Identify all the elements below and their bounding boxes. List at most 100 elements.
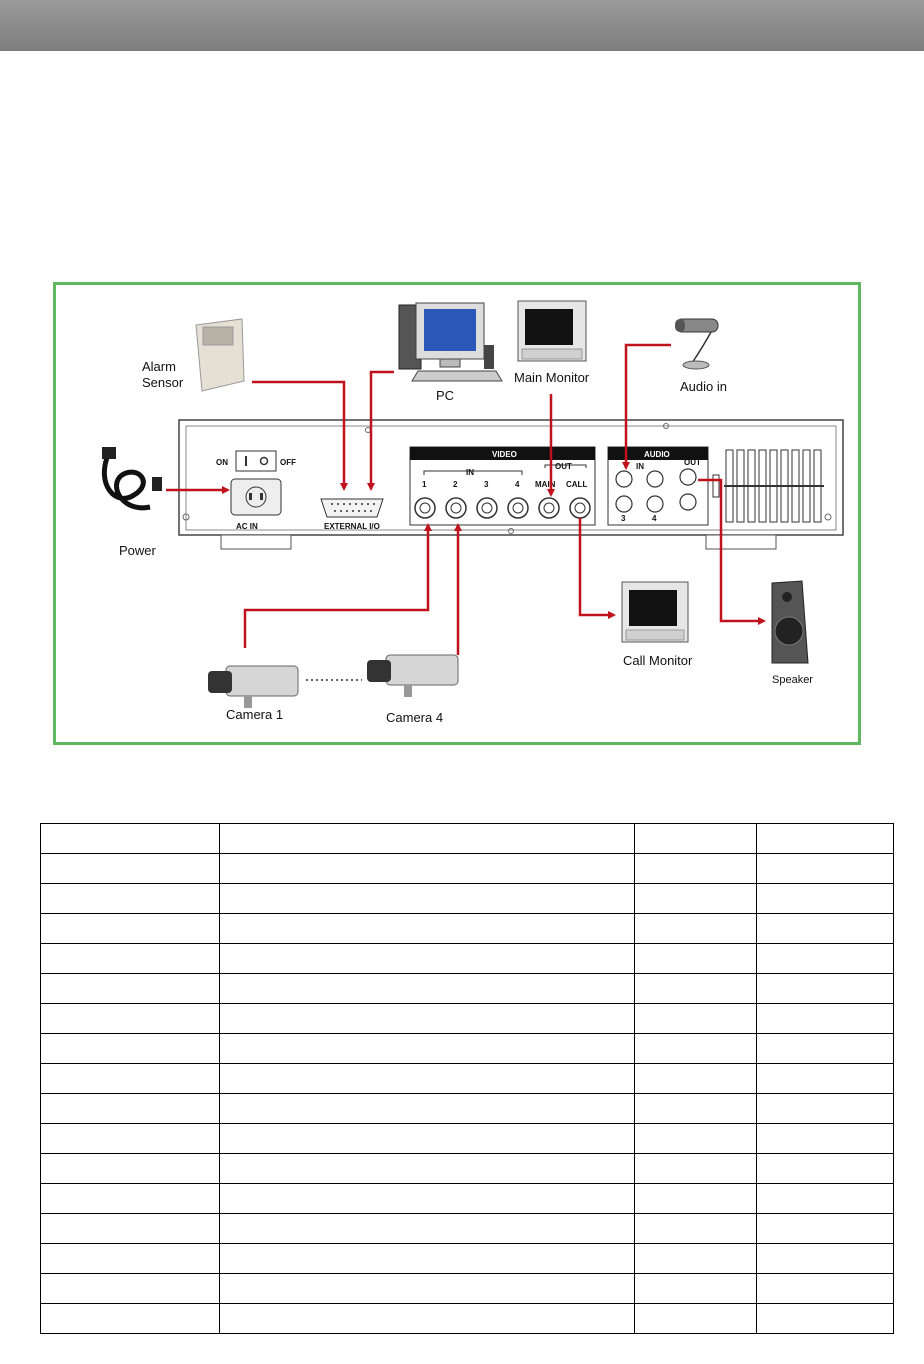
alarm-sensor-label-line1: Alarm bbox=[142, 359, 176, 374]
table-cell bbox=[40, 1183, 220, 1214]
table-cell bbox=[634, 1033, 757, 1064]
table-cell bbox=[40, 1273, 220, 1304]
power-switch: ON OFF bbox=[216, 450, 296, 472]
table-cell bbox=[40, 1213, 220, 1244]
table-row bbox=[40, 1123, 894, 1154]
table-cell bbox=[634, 1213, 757, 1244]
audio-header: AUDIO bbox=[644, 450, 670, 459]
table-cell bbox=[219, 1033, 635, 1064]
table-cell bbox=[634, 1153, 757, 1184]
table-cell bbox=[40, 1063, 220, 1094]
table-row bbox=[40, 823, 894, 854]
table-cell bbox=[219, 1063, 635, 1094]
table-cell bbox=[756, 1063, 894, 1094]
video-in-label: IN bbox=[466, 468, 474, 477]
table-cell bbox=[40, 1123, 220, 1154]
audio-port-4-label: 4 bbox=[652, 514, 657, 523]
switch-on-label: ON bbox=[216, 458, 228, 467]
table-row bbox=[40, 1183, 894, 1214]
audio-port-group: AUDIO IN OUT 3 4 bbox=[607, 446, 709, 526]
table-cell bbox=[40, 883, 220, 914]
table-cell bbox=[756, 1033, 894, 1064]
table-row bbox=[40, 973, 894, 1004]
call-monitor-device bbox=[621, 581, 689, 643]
table-row bbox=[40, 853, 894, 884]
table-row bbox=[40, 1093, 894, 1124]
table-cell bbox=[756, 973, 894, 1004]
video-call-label: CALL bbox=[566, 480, 587, 489]
table-row bbox=[40, 943, 894, 974]
pc-label: PC bbox=[436, 388, 454, 403]
fan-vents bbox=[712, 449, 824, 523]
table-cell bbox=[219, 1243, 635, 1274]
spec-table-body bbox=[40, 823, 894, 1334]
table-row bbox=[40, 1153, 894, 1184]
header-band bbox=[0, 0, 924, 51]
table-row bbox=[40, 1273, 894, 1304]
table-row bbox=[40, 1033, 894, 1064]
table-cell bbox=[219, 913, 635, 944]
speaker-device bbox=[771, 580, 809, 664]
table-cell bbox=[634, 1123, 757, 1154]
table-cell bbox=[756, 853, 894, 884]
table-row bbox=[40, 913, 894, 944]
microphone-device bbox=[675, 318, 719, 370]
table-row bbox=[40, 1063, 894, 1094]
spec-table bbox=[40, 823, 894, 1334]
table-cell bbox=[40, 973, 220, 1004]
table-cell bbox=[40, 913, 220, 944]
table-cell bbox=[219, 1093, 635, 1124]
power-label: Power bbox=[119, 543, 157, 558]
table-cell bbox=[219, 943, 635, 974]
table-row bbox=[40, 1213, 894, 1244]
table-row bbox=[40, 1243, 894, 1274]
table-cell bbox=[756, 1093, 894, 1124]
table-cell bbox=[40, 1153, 220, 1184]
table-cell bbox=[756, 1003, 894, 1034]
video-header: VIDEO bbox=[492, 450, 517, 459]
table-cell bbox=[634, 1183, 757, 1214]
table-cell bbox=[634, 913, 757, 944]
table-cell bbox=[634, 1093, 757, 1124]
diagram-svg: ON OFF AC IN EXTERNAL I/O VIDEO IN OUT 1… bbox=[101, 300, 844, 725]
table-cell bbox=[219, 883, 635, 914]
table-row bbox=[40, 1303, 894, 1334]
video-main-label: MAIN bbox=[535, 480, 556, 489]
table-cell bbox=[756, 1153, 894, 1184]
table-cell bbox=[756, 883, 894, 914]
connection-arrows bbox=[166, 343, 766, 655]
table-cell bbox=[219, 1183, 635, 1214]
table-cell bbox=[40, 1093, 220, 1124]
table-cell bbox=[40, 853, 220, 884]
table-cell bbox=[219, 1003, 635, 1034]
table-cell bbox=[634, 1273, 757, 1304]
table-cell bbox=[634, 823, 757, 854]
audio-out-label: OUT bbox=[684, 458, 701, 467]
table-cell bbox=[40, 1303, 220, 1334]
ac-inlet: AC IN bbox=[230, 478, 282, 531]
table-cell bbox=[634, 853, 757, 884]
table-cell bbox=[634, 943, 757, 974]
table-cell bbox=[634, 1243, 757, 1274]
camera-4-label: Camera 4 bbox=[386, 710, 443, 725]
table-cell bbox=[634, 973, 757, 1004]
main-monitor-label: Main Monitor bbox=[514, 370, 590, 385]
table-cell bbox=[756, 1123, 894, 1154]
table-cell bbox=[40, 1003, 220, 1034]
camera-4-device bbox=[367, 654, 459, 697]
table-cell bbox=[634, 1003, 757, 1034]
ac-in-label: AC IN bbox=[236, 522, 258, 531]
video-port-3-label: 3 bbox=[484, 480, 489, 489]
table-cell bbox=[756, 823, 894, 854]
main-monitor-device bbox=[517, 300, 587, 362]
connection-diagram: ON OFF AC IN EXTERNAL I/O VIDEO IN OUT 1… bbox=[53, 282, 861, 745]
table-cell bbox=[219, 973, 635, 1004]
video-port-2-label: 2 bbox=[453, 480, 458, 489]
table-cell bbox=[756, 1243, 894, 1274]
speaker-label: Speaker bbox=[772, 674, 813, 686]
table-cell bbox=[219, 1303, 635, 1334]
pc-device bbox=[398, 302, 503, 382]
table-row bbox=[40, 1003, 894, 1034]
audio-in-label: IN bbox=[636, 462, 644, 471]
table-cell bbox=[219, 1273, 635, 1304]
